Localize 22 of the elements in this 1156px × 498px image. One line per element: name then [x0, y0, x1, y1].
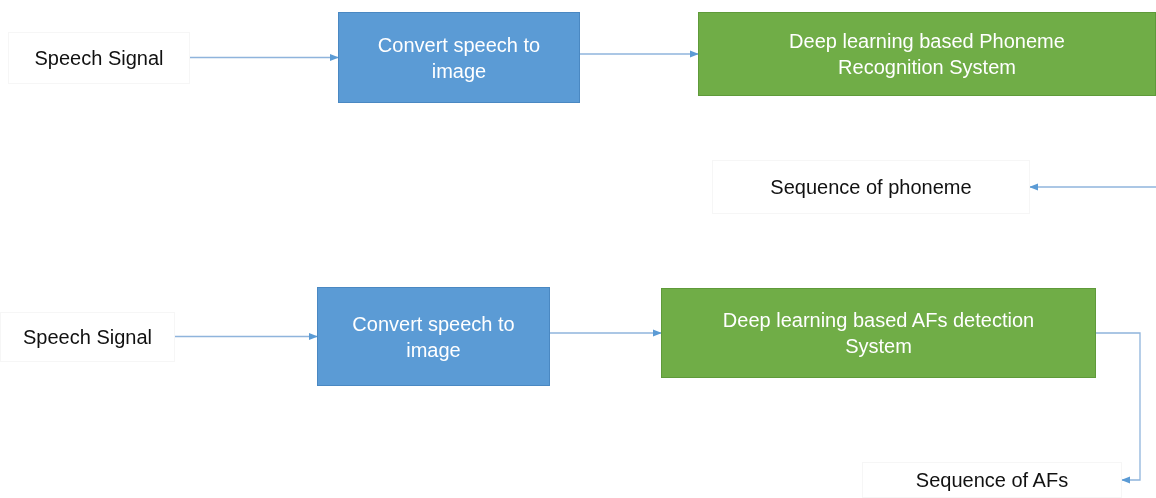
arrow	[189, 53, 339, 62]
node-label: Speech Signal	[34, 46, 164, 71]
node-label: Sequence of AFs	[915, 468, 1069, 493]
process-box	[317, 287, 550, 386]
node-label: Sequence of phoneme	[770, 175, 972, 200]
arrow	[1029, 183, 1156, 191]
process-box	[698, 12, 1156, 96]
process-box	[661, 288, 1096, 378]
node-label: Convert speech to image	[376, 32, 542, 84]
process-box	[338, 12, 580, 103]
node-label: Convert speech to image	[351, 311, 516, 363]
node-label: Deep learning based AFs detection System	[721, 308, 1036, 359]
arrow	[549, 329, 662, 337]
node-label: Speech Signal	[23, 325, 152, 350]
text-box	[862, 462, 1122, 498]
arrow	[174, 332, 318, 341]
arrow	[579, 50, 699, 58]
text-box	[8, 32, 190, 84]
text-box	[0, 312, 175, 362]
node-label: Deep learning based Phoneme Recognition System	[788, 29, 1066, 80]
text-box	[712, 160, 1030, 214]
arrow	[1095, 332, 1141, 484]
